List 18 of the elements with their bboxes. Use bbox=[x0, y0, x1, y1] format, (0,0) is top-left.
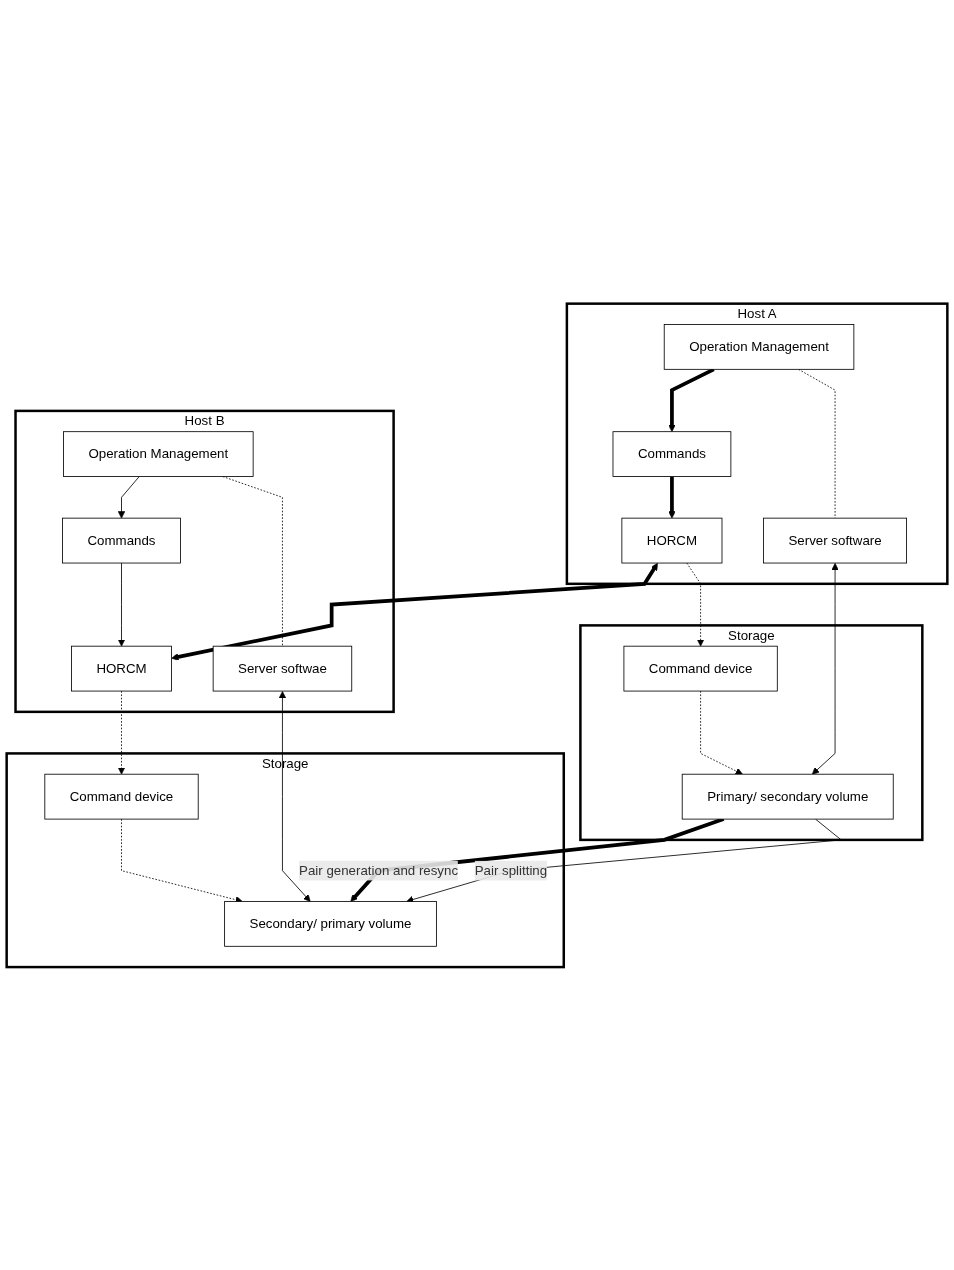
node-box: Operation Management bbox=[663, 323, 855, 370]
node-box: Server software bbox=[763, 517, 907, 564]
node-box: HORCM bbox=[71, 645, 172, 692]
edge-label: Pair generation and resync bbox=[299, 862, 459, 877]
node-box: HORCM bbox=[621, 517, 723, 564]
edge-label: Pair splitting bbox=[474, 862, 548, 877]
node-box: Command device bbox=[623, 645, 778, 692]
arrow bbox=[668, 367, 715, 432]
node-box: Commands bbox=[612, 430, 732, 477]
node-box: Primary/ secondary volume bbox=[681, 773, 894, 820]
node-box: Server softwae bbox=[212, 645, 353, 692]
node-box: Command device bbox=[44, 773, 199, 820]
arrow bbox=[171, 562, 658, 661]
node-box: Secondary/ primary volume bbox=[224, 900, 437, 947]
arrow bbox=[668, 476, 676, 519]
connector bbox=[798, 368, 836, 519]
node-box: Operation Management bbox=[63, 430, 254, 477]
node-box: Commands bbox=[62, 517, 181, 564]
